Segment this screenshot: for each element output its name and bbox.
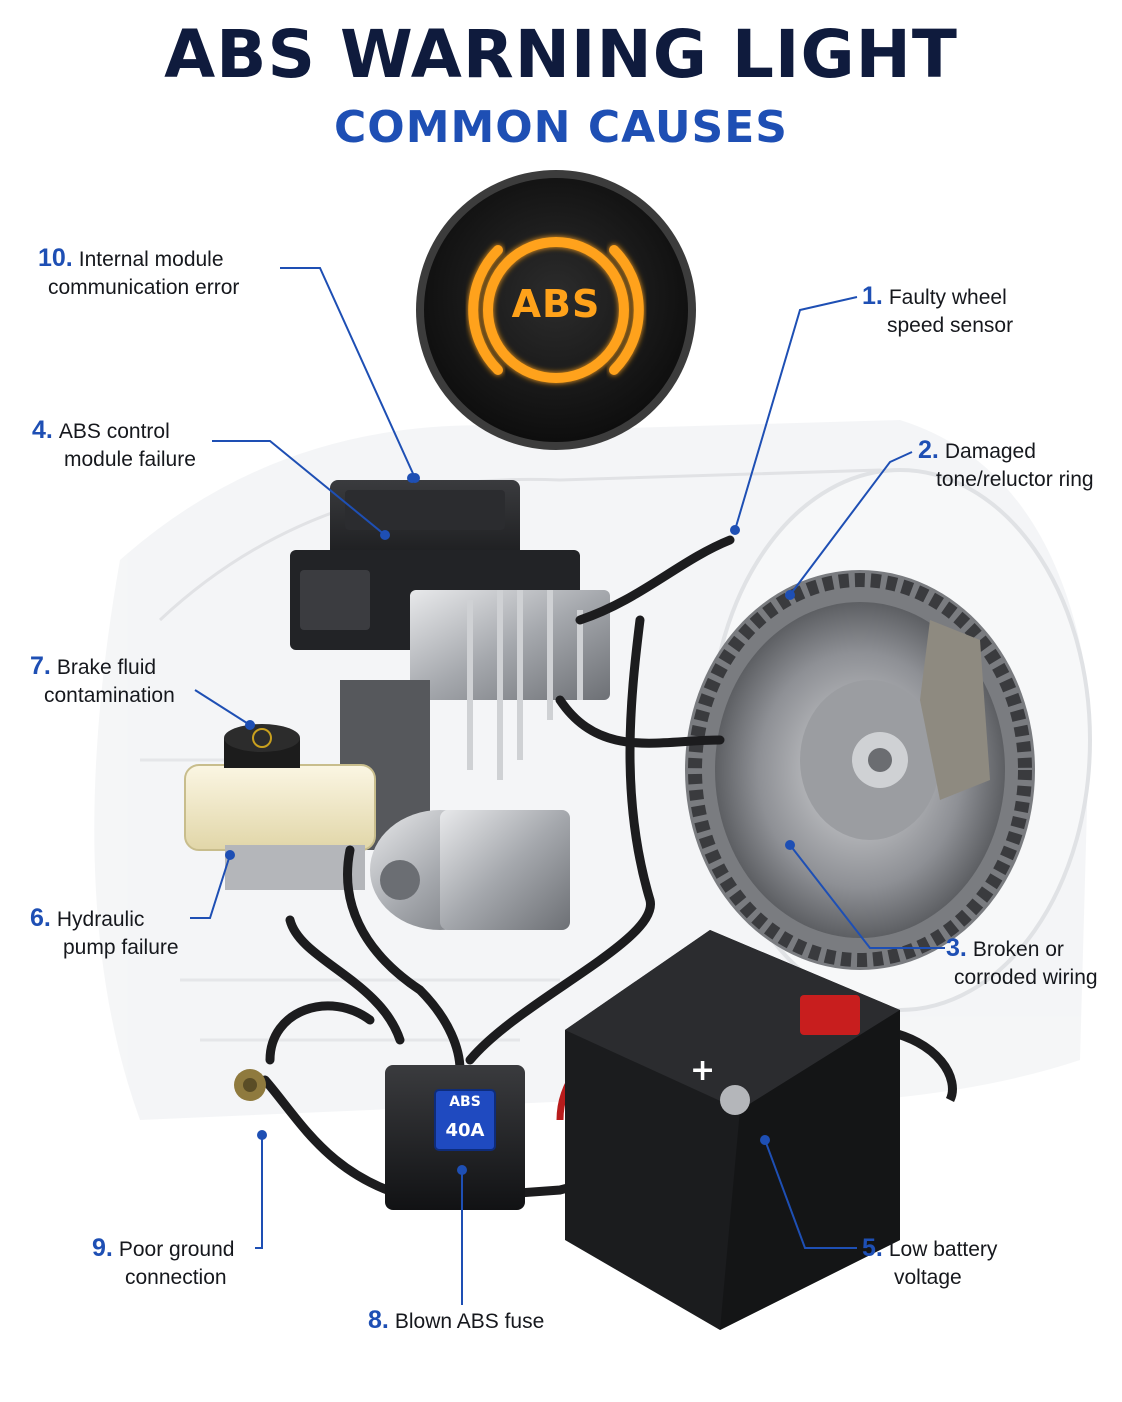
callout-4-line2: module failure xyxy=(64,448,196,471)
callout-leader-dots xyxy=(225,473,795,1175)
fuse-box xyxy=(385,1065,525,1210)
callout-3: 3.Broken or corroded wiring xyxy=(946,934,1098,992)
callout-10-line2: communication error xyxy=(48,276,240,299)
callout-7-line1: Brake fluid xyxy=(56,656,157,679)
callout-10: 10.Internal module communication error xyxy=(38,244,239,302)
fuse-label-bottom: 40A xyxy=(445,1120,485,1141)
callout-10-number: 10. xyxy=(38,244,73,272)
callout-8: 8.Blown ABS fuse xyxy=(368,1306,544,1336)
hydraulic-unit xyxy=(340,590,610,930)
callout-5: 5.Low battery voltage xyxy=(862,1234,997,1292)
wheel-brake-assembly xyxy=(685,570,1035,970)
callout-4-line1: ABS control xyxy=(58,420,170,443)
ground-terminal xyxy=(234,1069,266,1101)
abs-warning-lamp xyxy=(416,170,696,450)
callout-10-line1: Internal module xyxy=(78,248,224,271)
page-subtitle: COMMON CAUSES xyxy=(334,102,788,153)
callout-7-line2: contamination xyxy=(44,684,175,707)
battery-positive-symbol: + xyxy=(690,1053,715,1088)
callout-6-line1: Hydraulic xyxy=(56,908,145,931)
callout-1-number: 1. xyxy=(862,282,883,310)
callout-9: 9.Poor ground connection xyxy=(92,1234,234,1292)
callout-2: 2.Damaged tone/reluctor ring xyxy=(918,436,1094,494)
callout-5-number: 5. xyxy=(862,1234,883,1262)
callout-5-line2: voltage xyxy=(894,1266,962,1289)
callout-leader-lines xyxy=(190,267,945,1305)
callout-1: 1.Faulty wheel speed sensor xyxy=(862,282,1013,340)
callout-2-line1: Damaged xyxy=(944,440,1036,463)
callout-8-number: 8. xyxy=(368,1306,389,1334)
brake-fluid-reservoir xyxy=(184,724,376,890)
callout-9-line1: Poor ground xyxy=(118,1238,235,1261)
callout-2-number: 2. xyxy=(918,436,939,464)
callout-9-number: 9. xyxy=(92,1234,113,1262)
callout-4: 4.ABS control module failure xyxy=(32,416,196,474)
page-title: ABS WARNING LIGHT xyxy=(164,16,958,93)
callout-7: 7.Brake fluid contamination xyxy=(30,652,175,710)
callout-9-line2: connection xyxy=(125,1266,227,1289)
callout-2-line2: tone/reluctor ring xyxy=(936,468,1094,491)
callout-1-line2: speed sensor xyxy=(887,314,1014,337)
callout-3-line2: corroded wiring xyxy=(954,966,1098,989)
battery xyxy=(565,930,900,1330)
abs-lamp-label: ABS xyxy=(511,282,601,326)
callout-7-number: 7. xyxy=(30,652,51,680)
callout-3-line1: Broken or xyxy=(972,938,1064,961)
callout-3-number: 3. xyxy=(946,934,967,962)
fuse-label-top: ABS xyxy=(449,1094,481,1110)
callout-8-line1: Blown ABS fuse xyxy=(394,1310,545,1333)
callout-1-line1: Faulty wheel xyxy=(888,286,1007,309)
callout-6-line2: pump failure xyxy=(63,936,179,959)
callout-4-number: 4. xyxy=(32,416,53,444)
callout-6: 6.Hydraulic pump failure xyxy=(30,904,179,962)
callout-5-line1: Low battery xyxy=(888,1238,998,1261)
callout-6-number: 6. xyxy=(30,904,51,932)
